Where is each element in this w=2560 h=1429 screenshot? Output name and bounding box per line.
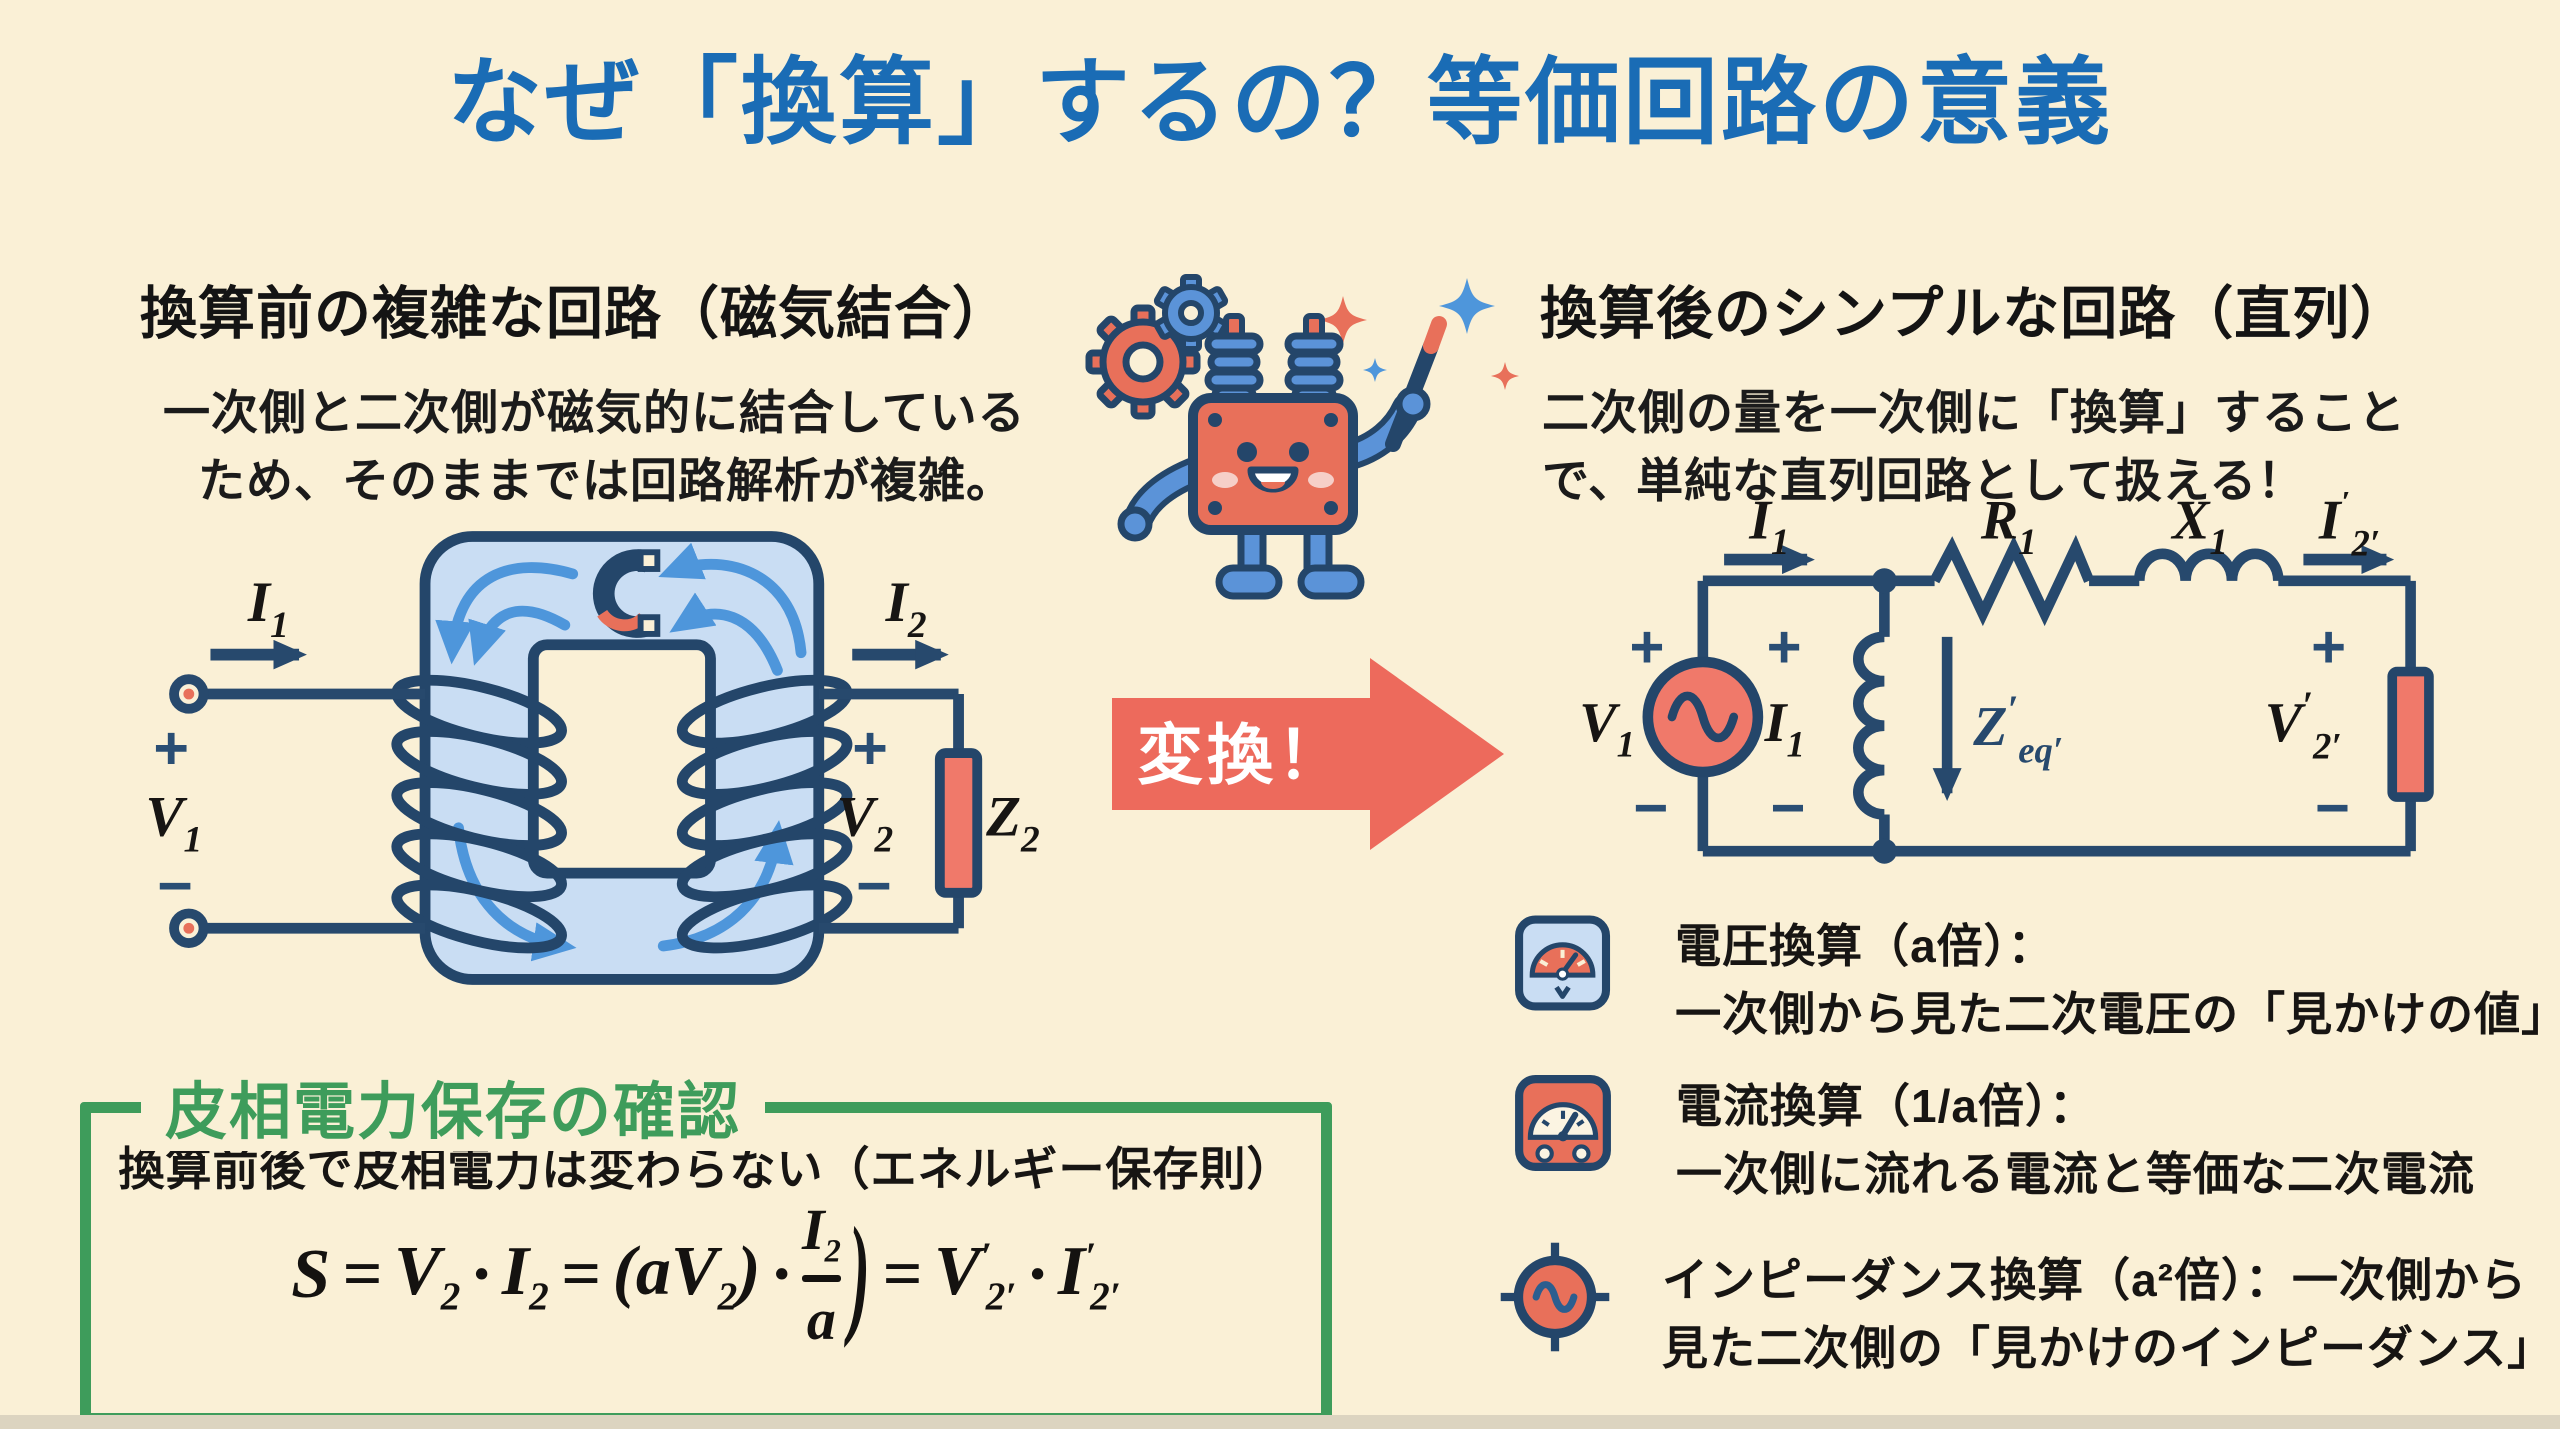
right-section-heading: 換算後のシンプルな回路（直列） — [1540, 282, 2409, 346]
formula-eq: = — [560, 1236, 601, 1314]
convert-arrow-shape — [1112, 658, 1504, 850]
robot-legs — [1215, 520, 1365, 600]
label-minus-v1: − — [157, 852, 193, 920]
left-section-heading: 換算前の複雑な回路（磁気結合） — [140, 282, 1010, 346]
robot-hand — [1395, 386, 1431, 422]
label-plus-i1: + — [1767, 614, 1802, 681]
legend-voltage-title: 電圧換算（a倍）： — [1675, 920, 2055, 972]
formula-eq: = — [882, 1236, 923, 1314]
formula-v2-prime: V′2′ — [934, 1232, 1017, 1318]
sparkle-icon — [1319, 296, 1367, 344]
wand-tip — [1423, 316, 1447, 354]
formula-i2-prime: I′2′ — [1057, 1232, 1121, 1318]
label-minus-v1: − — [1633, 774, 1668, 841]
sparkle-icon — [1439, 278, 1495, 334]
circuit-wires — [1697, 534, 2416, 857]
label-minus-i1: − — [1770, 774, 1805, 841]
legend-item-current: 電流換算（1/a倍）： 一次側に流れる電流と等価な二次電流 — [1512, 1072, 2475, 1208]
formula-av2: (aV2) — [612, 1232, 761, 1318]
flux-arrow — [658, 542, 807, 659]
legend-item-voltage: 電圧換算（a倍）： 一次側から見た二次電圧の「見かけの値」 — [1512, 912, 2560, 1048]
left-description-line-2: ため、そのままでは回路解析が複雑。 — [198, 454, 1014, 507]
transformer-robot-mascot — [1085, 274, 1519, 600]
sparkle-icon — [1491, 362, 1519, 390]
formula-big-paren: ) — [848, 1199, 871, 1349]
formula-i2: I2 — [501, 1232, 549, 1318]
formula-dot: · — [1028, 1236, 1046, 1314]
formula-dot: · — [772, 1236, 791, 1314]
label-i2: I2 — [885, 571, 927, 646]
circuit-wires — [202, 688, 964, 934]
load-resistor-v2p — [2387, 666, 2434, 802]
flux-arrow — [669, 592, 783, 676]
label-x1: X1 — [2170, 492, 2228, 562]
robot-bushings — [1204, 313, 1344, 406]
right-description-line-1: 二次側の量を一次側に「換算」すること — [1542, 386, 2406, 439]
label-plus-v2p: + — [2311, 614, 2346, 681]
legend-impedance-title: インピーダンス換算（a²倍）：一次側から — [1662, 1254, 2527, 1306]
label-i1: I1 — [247, 571, 289, 646]
label-v1: V1 — [145, 786, 202, 861]
inductor-x1 — [2133, 548, 2284, 582]
formula-eq: = — [342, 1236, 383, 1314]
label-minus-v2p: − — [2315, 774, 2350, 841]
robot-body — [1188, 393, 1358, 535]
legend-current-desc: 一次側に流れる電流と等価な二次電流 — [1676, 1148, 2475, 1201]
voltmeter-icon — [1515, 915, 1611, 1011]
formula-fraction-i2-over-a: I2 a — [802, 1197, 841, 1353]
label-v2: V2 — [836, 786, 893, 861]
ac-source-icon — [1500, 1242, 1610, 1352]
node-dot — [1871, 838, 1897, 864]
label-v1: V1 — [1579, 692, 1635, 764]
sparkle-icons — [1319, 278, 1519, 390]
gear-icon-blue — [1153, 274, 1229, 352]
node-dot — [1871, 568, 1897, 594]
resistor-r1 — [1929, 534, 2094, 627]
right-description-line-2: で、単純な直列回路として扱える！ — [1542, 454, 2306, 507]
label-v2-prime: V′2′ — [2265, 685, 2342, 767]
label-zeq-prime: Z′eq′ — [1972, 689, 2063, 771]
sparkle-icon — [1363, 358, 1387, 382]
shunt-inductor-zeq — [1853, 631, 1885, 820]
label-minus-v2: − — [856, 852, 892, 920]
label-plus-v1: + — [1629, 614, 1664, 681]
label-r1: R1 — [1980, 492, 2037, 562]
label-i1-inner: I1 — [1764, 692, 1805, 764]
legend-impedance-desc: 見た二次側の「見かけのインピーダンス」 — [1662, 1322, 2555, 1375]
coupled-circuit-diagram: I1 + V1 − I2 + V2 − Z2 — [145, 531, 1040, 985]
bottom-edge-strip — [0, 1415, 2560, 1429]
magnet-icon — [592, 549, 661, 638]
formula-v2: V2 — [394, 1232, 461, 1318]
label-plus-v1: + — [153, 714, 189, 782]
label-i1-top: I1 — [1748, 492, 1789, 562]
formula-s: S — [291, 1236, 331, 1314]
power-conservation-box: 皮相電力保存の確認 換算前後で皮相電力は変わらない（エネルギー保存則） S = … — [80, 1061, 1332, 1424]
flux-arrow — [435, 562, 579, 665]
ammeter-icon — [1515, 1075, 1611, 1171]
label-i2-prime: I′2′ — [2318, 492, 2380, 564]
ac-source — [1642, 656, 1764, 778]
legend-item-impedance: インピーダンス換算（a²倍）：一次側から 見た二次側の「見かけのインピーダンス」 — [1496, 1238, 2554, 1382]
page-title: なぜ「換算」するの？等価回路の意義 — [446, 50, 2113, 156]
robot-face — [1212, 442, 1334, 493]
left-description-line-1: 一次側と二次側が磁気的に結合している — [163, 386, 1026, 439]
legend-voltage-desc: 一次側から見た二次電圧の「見かけの値」 — [1675, 988, 2560, 1041]
apparent-power-formula: S = V2 · I2 = (aV2) · I2 a ) = V′2′ · I′… — [91, 1197, 1321, 1353]
equivalent-circuit-diagram: I1 R1 X1 I′2′ + V1 − + I1 − Z′eq′ + V′2′… — [1579, 492, 2434, 864]
power-box-subtitle: 換算前後で皮相電力は変わらない（エネルギー保存則） — [118, 1143, 1294, 1195]
formula-dot: · — [472, 1236, 490, 1314]
robot-hand — [1117, 506, 1153, 542]
flux-arrow — [468, 605, 571, 666]
label-z2: Z2 — [985, 786, 1040, 861]
load-impedance-z2 — [934, 748, 983, 898]
legend-current-title: 電流換算（1/a倍）： — [1676, 1080, 2096, 1132]
robot-corner-screws — [1208, 413, 1338, 515]
power-box-title: 皮相電力保存の確認 — [141, 1061, 766, 1151]
input-terminals — [169, 674, 209, 948]
label-plus-v2: + — [852, 714, 888, 782]
convert-arrow-label: 変換！ — [1137, 718, 1347, 792]
convert-arrow: 変換！ — [1112, 658, 1504, 850]
